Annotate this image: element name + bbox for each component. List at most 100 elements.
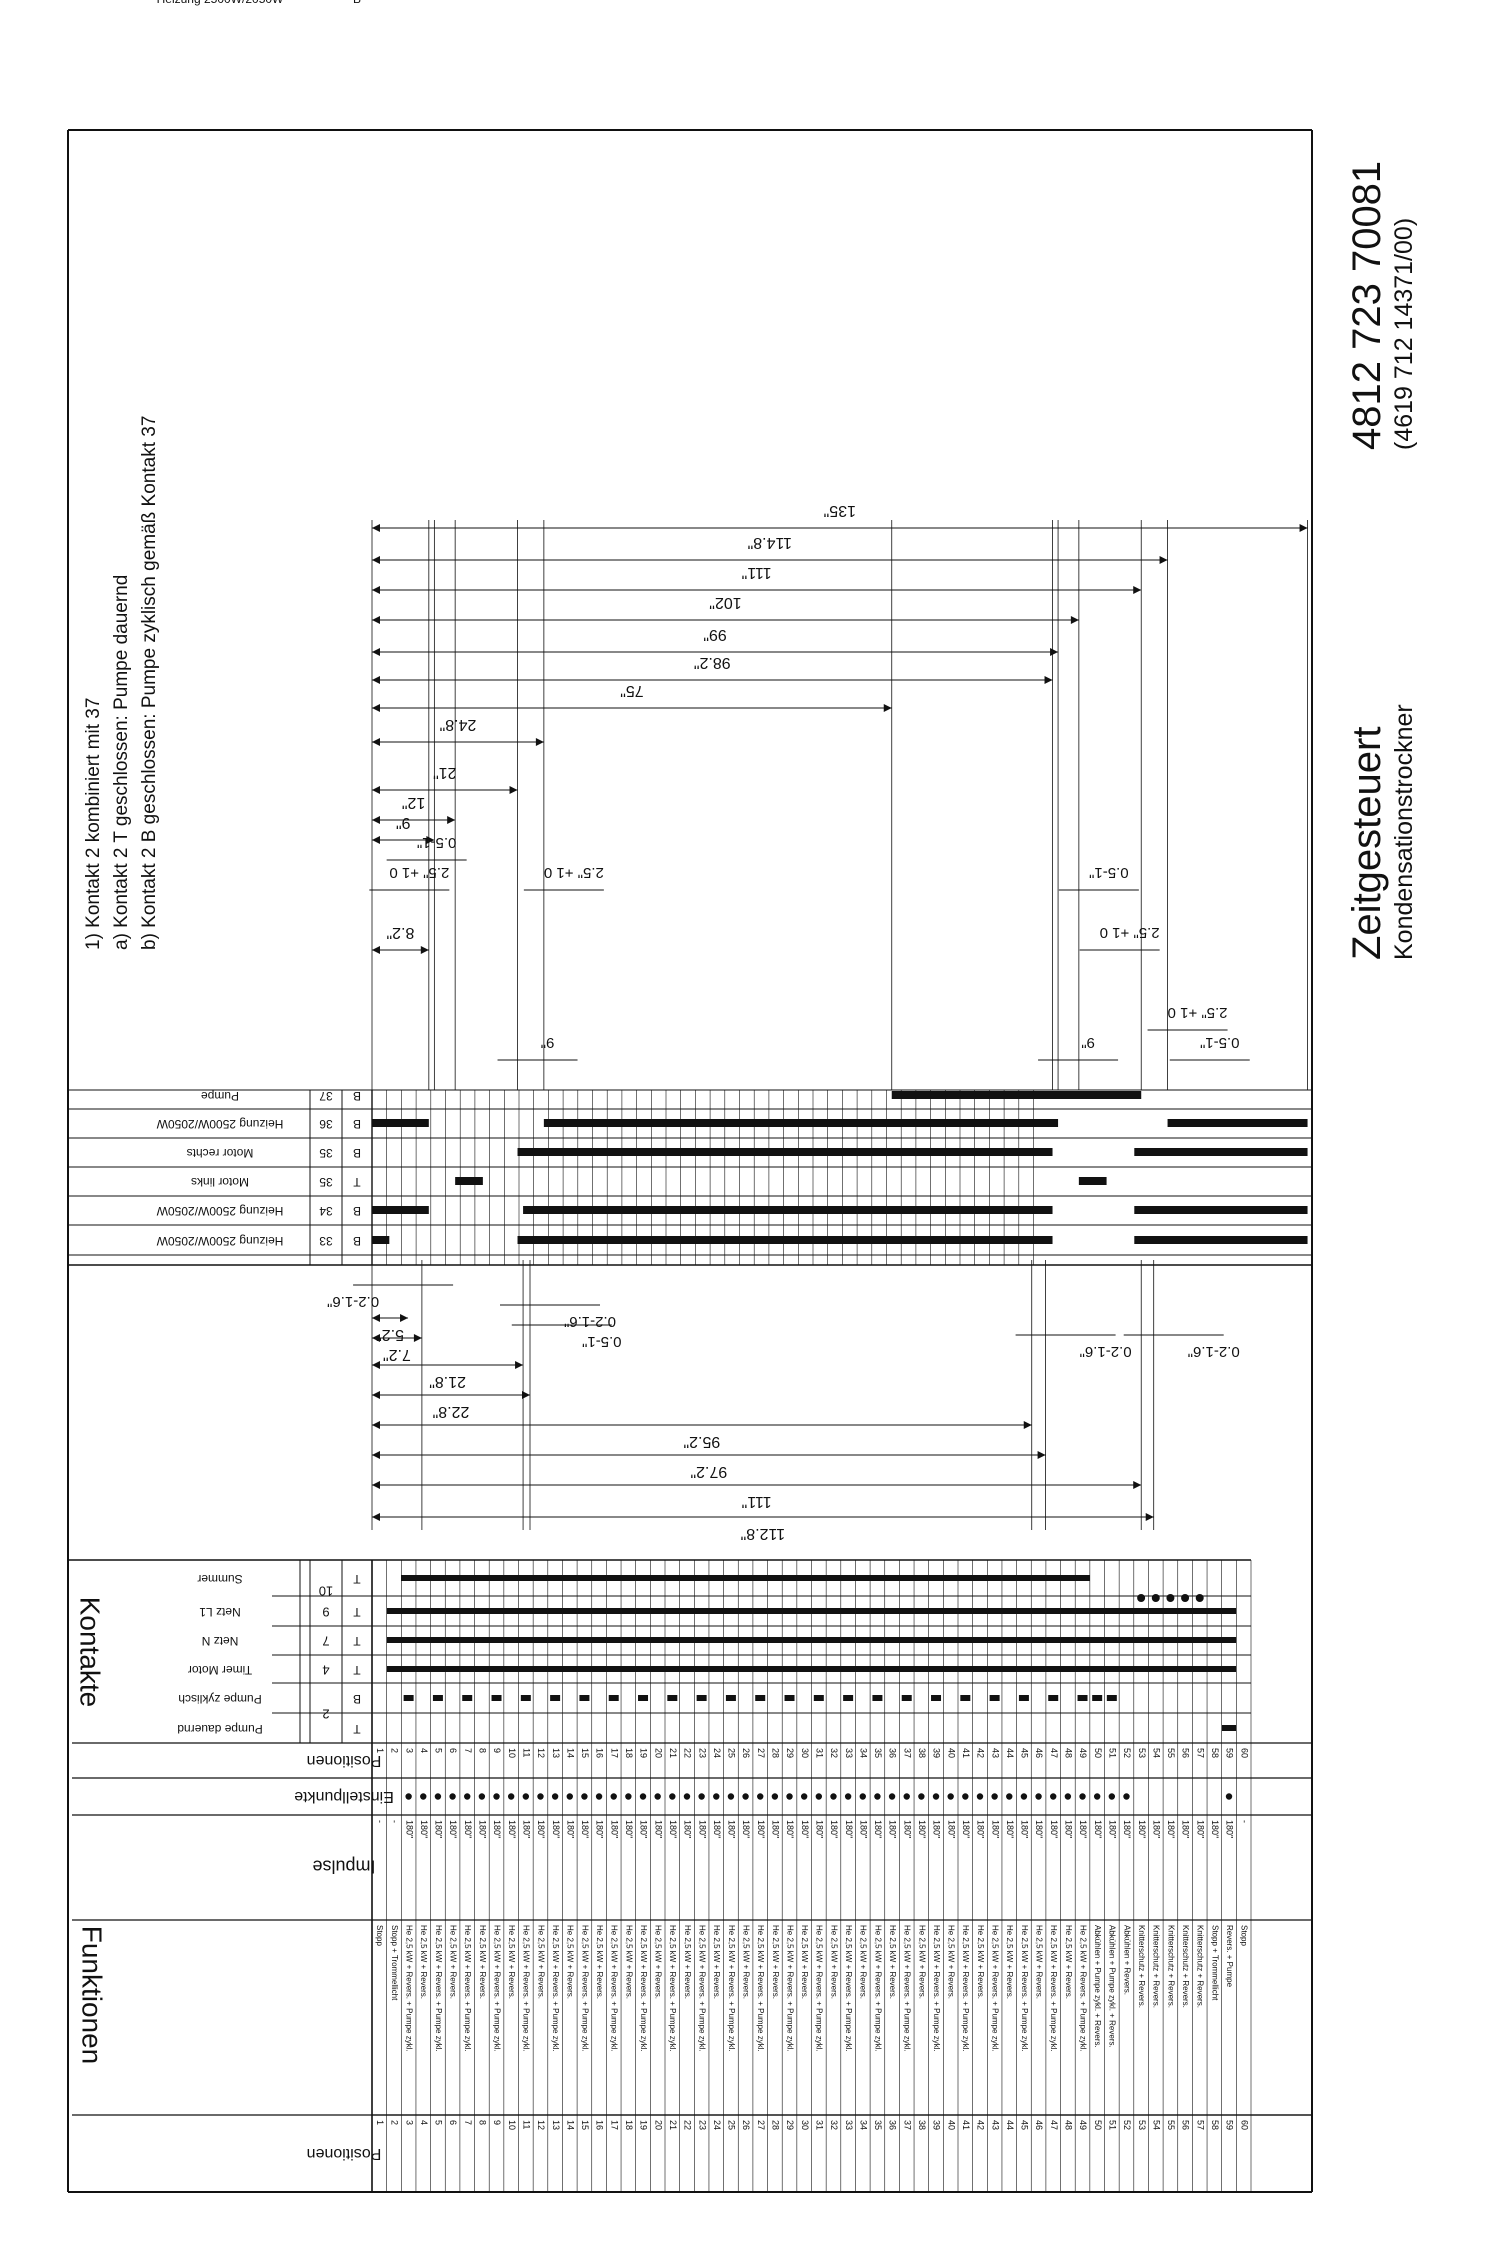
contact-number-3: 9	[322, 1605, 329, 1620]
row-impulse-21: 180"	[668, 1820, 678, 1838]
row-function-41: He 2,5 kW + Revers. + Pumpe zykl.	[961, 1925, 970, 2052]
row-position-right-55: 55	[1166, 1748, 1176, 1758]
footnotes: 1) Kontakt 2 kombiniert mit 37 a) Kontak…	[80, 250, 210, 950]
cam-number-4: 36	[319, 1117, 333, 1131]
positionen-left-header: Positionen	[307, 2145, 382, 2162]
set-point-dot-52	[1123, 1793, 1130, 1800]
row-position-left-54: 54	[1151, 2120, 1161, 2130]
row-impulse-37: 180"	[902, 1820, 912, 1838]
dimension-arrow-lower-start-2	[372, 1451, 380, 1459]
dimension-label-lower-1: 111"	[742, 1493, 772, 1510]
set-point-dot-7	[464, 1793, 471, 1800]
dimension-arrow-lower-end-7	[400, 1314, 409, 1322]
dimension-arrow-upper-end-3	[1070, 616, 1079, 624]
row-position-left-56: 56	[1181, 2120, 1191, 2130]
row-impulse-12: 180"	[536, 1820, 546, 1838]
row-position-right-5: 5	[434, 1748, 444, 1753]
row-impulse-18: 180"	[624, 1820, 634, 1838]
dimension-arrow-upper-start-6	[372, 704, 380, 712]
row-position-left-60: 60	[1239, 2120, 1249, 2130]
row-function-4: He 2,5 kW + Revers.	[419, 1925, 428, 1999]
dimension-arrow-upper-end-1	[1159, 556, 1168, 564]
dimension-arrow-upper-start-2	[372, 586, 380, 594]
row-impulse-20: 180"	[653, 1820, 663, 1838]
row-impulse-36: 180"	[888, 1820, 898, 1838]
set-point-dot-28	[771, 1793, 779, 1800]
row-position-left-39: 39	[932, 2120, 942, 2130]
row-position-left-24: 24	[712, 2120, 722, 2130]
set-point-dot-5	[434, 1793, 442, 1800]
row-function-12: He 2,5 kW + Revers.	[536, 1925, 545, 1999]
row-impulse-33: 180"	[844, 1820, 854, 1838]
row-function-50: Abkühlen + Pumpe zykl. + Revers.	[1093, 1925, 1102, 2048]
row-position-right-31: 31	[814, 1748, 824, 1758]
summer-dot-57	[1195, 1594, 1204, 1602]
row-impulse-38: 180"	[917, 1820, 927, 1838]
row-position-left-31: 31	[814, 2120, 824, 2130]
dimension-arrow-lower-end-5	[515, 1361, 524, 1369]
row-position-left-6: 6	[448, 2120, 458, 2125]
row-position-left-33: 33	[844, 2120, 854, 2130]
row-impulse-42: 180"	[976, 1820, 986, 1838]
dimension-arrow-upper-end-11	[420, 946, 429, 954]
row-position-left-51: 51	[1107, 2120, 1117, 2130]
row-impulse-35: 180"	[873, 1820, 883, 1838]
row-function-48: He 2,5 kW + Revers.	[1064, 1925, 1073, 1999]
row-function-21: He 2,5 kW + Revers. + Pumpe zykl.	[668, 1925, 677, 2052]
dimension-arrow-lower-end-1	[1133, 1481, 1142, 1489]
dimension-arrow-upper-start-8	[372, 786, 380, 794]
set-point-dot-16	[595, 1793, 603, 1800]
row-impulse-32: 180"	[829, 1820, 839, 1838]
row-position-right-59: 59	[1225, 1748, 1235, 1758]
cam-label-1: Heizung 2500W/2050W	[156, 1204, 283, 1218]
row-position-left-9: 9	[492, 2120, 502, 2125]
dimension-arrow-upper-start-1	[372, 556, 380, 564]
row-position-right-9: 9	[492, 1748, 502, 1753]
funktionen-header: Funktionen	[77, 1926, 108, 2065]
row-function-56: Knitterschutz + Revers.	[1181, 1925, 1190, 2008]
row-impulse-25: 180"	[727, 1820, 737, 1838]
row-position-left-59: 59	[1225, 2120, 1235, 2130]
row-impulse-26: 180"	[741, 1820, 751, 1838]
row-function-31: He 2,5 kW + Revers. + Pumpe zykl.	[815, 1925, 824, 2052]
set-point-dot-36	[888, 1793, 896, 1800]
contact-label-4: Netz L1	[199, 1605, 241, 1619]
dimension-label-lower-4: 22.8"	[433, 1403, 470, 1420]
dimension-label-lower-5: 21.8"	[429, 1373, 466, 1390]
row-position-left-11: 11	[521, 2120, 531, 2129]
row-impulse-16: 180"	[595, 1820, 605, 1838]
row-position-right-18: 18	[624, 1748, 634, 1758]
row-position-right-34: 34	[858, 1748, 868, 1758]
dimension-arrow-lower-end-0	[1145, 1513, 1154, 1521]
dimension-arrow-upper-start-7	[372, 738, 380, 746]
row-function-14: He 2,5 kW + Revers.	[566, 1925, 575, 1999]
contact-label-3: Netz N	[202, 1634, 239, 1648]
row-position-right-58: 58	[1210, 1748, 1220, 1758]
row-function-54: Knitterschutz + Revers.	[1152, 1925, 1161, 2008]
set-point-dot-34	[859, 1793, 866, 1800]
row-impulse-4: 180"	[419, 1820, 429, 1838]
cam-label-3: Motor rechts	[187, 1146, 254, 1160]
set-point-dot-17	[610, 1793, 617, 1800]
row-function-24: He 2,5 kW + Revers.	[712, 1925, 721, 1999]
tolerance-label-upper-3: 2.5" +1 0	[544, 864, 604, 881]
row-impulse-60: -	[1239, 1820, 1249, 1823]
row-position-left-12: 12	[536, 2120, 546, 2130]
row-impulse-23: 180"	[697, 1820, 707, 1838]
dimension-arrow-lower-end-2	[1037, 1451, 1046, 1459]
row-position-left-8: 8	[478, 2120, 488, 2125]
dimension-arrow-lower-end-3	[1023, 1421, 1032, 1429]
row-function-26: He 2,5 kW + Revers.	[741, 1925, 750, 1999]
dimension-arrow-upper-start-0	[372, 524, 380, 532]
contact-label-5: Summer	[197, 1572, 242, 1586]
row-function-33: He 2,5 kW + Revers. + Pumpe zykl.	[844, 1925, 853, 2052]
set-point-dot-18	[625, 1793, 632, 1800]
row-impulse-19: 180"	[639, 1820, 649, 1838]
row-impulse-53: 180"	[1137, 1820, 1147, 1838]
row-function-45: He 2,5 kW + Revers. + Pumpe zykl.	[1020, 1925, 1029, 2052]
dimension-label-upper-7: 24.8"	[440, 716, 477, 733]
row-position-right-57: 57	[1195, 1748, 1205, 1758]
dimension-arrow-lower-start-0	[372, 1513, 380, 1521]
row-impulse-56: 180"	[1181, 1820, 1191, 1838]
row-impulse-14: 180"	[565, 1820, 575, 1838]
